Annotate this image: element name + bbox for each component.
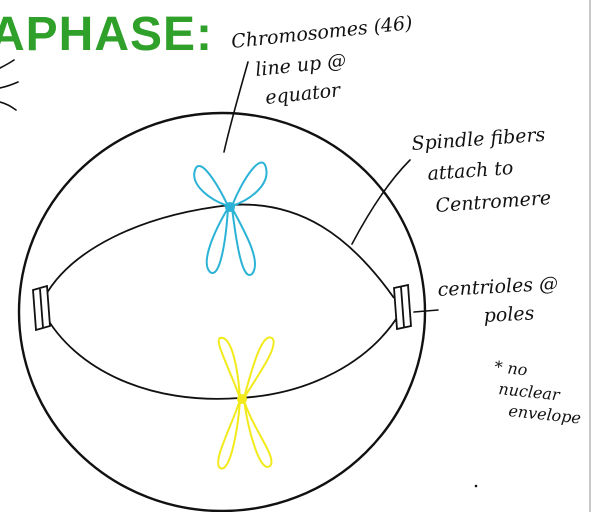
spindle-fiber-upper	[43, 203, 395, 299]
svg-text:attach to: attach to	[427, 157, 514, 185]
svg-text:centrioles @: centrioles @	[437, 273, 558, 301]
svg-text:envelope: envelope	[508, 401, 582, 428]
stray-dot	[474, 484, 478, 488]
cell-membrane	[17, 111, 427, 512]
svg-text:Centromere: Centromere	[435, 187, 552, 217]
leader-lines	[223, 61, 439, 313]
centromere-bottom	[237, 394, 247, 404]
svg-text:line up @: line up @	[254, 50, 347, 81]
chromosome-top	[193, 161, 268, 276]
chromosome-bottom	[217, 336, 275, 470]
spindle-fibers	[43, 203, 401, 400]
svg-text:Chromosomes (46): Chromosomes (46)	[230, 12, 413, 53]
label-centrioles: centrioles @ poles	[437, 273, 558, 327]
page-title: APHASE:	[0, 8, 213, 61]
svg-text:equator: equator	[264, 79, 343, 109]
leader-spindle	[351, 159, 411, 245]
svg-text:Spindle fibers: Spindle fibers	[411, 124, 546, 155]
centromere-top	[225, 202, 235, 212]
spindle-fiber-lower	[43, 312, 401, 400]
svg-text:* no: * no	[494, 357, 529, 379]
centriole-left	[32, 284, 51, 332]
leader-chromosomes	[223, 61, 249, 153]
centriole-right	[393, 283, 412, 331]
svg-text:poles: poles	[483, 302, 535, 327]
leader-centrioles	[413, 309, 439, 313]
label-chromosomes: Chromosomes (46) line up @ equator	[230, 12, 413, 109]
svg-text:nuclear: nuclear	[498, 379, 562, 404]
label-no-nuclear-envelope: * no nuclear envelope	[494, 357, 582, 428]
label-spindle: Spindle fibers attach to Centromere	[411, 124, 552, 217]
edge-sketch-marks	[0, 59, 19, 111]
